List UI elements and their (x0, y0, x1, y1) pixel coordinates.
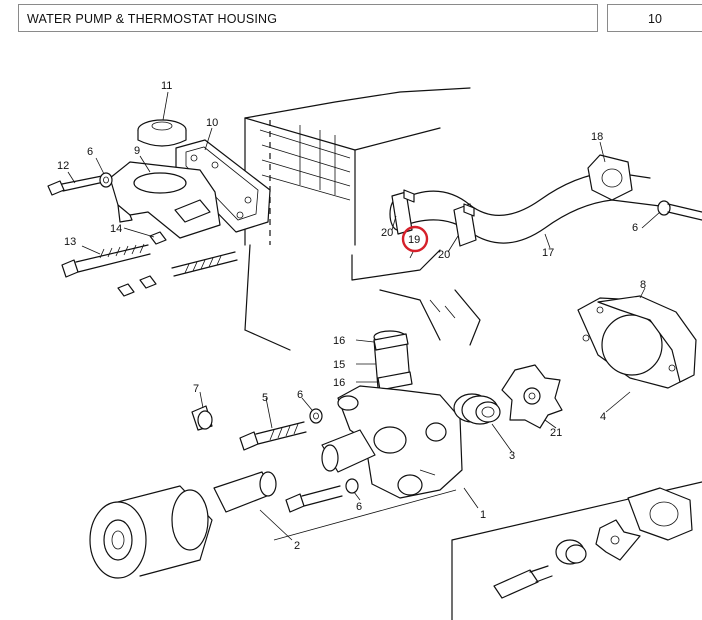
highlight-ring (401, 225, 429, 253)
washer-6-left (99, 172, 113, 188)
callout-10[interactable]: 10 (206, 117, 218, 129)
page-title: WATER PUMP & THERMOSTAT HOUSING (18, 4, 598, 32)
callout-6-upper-left[interactable]: 6 (87, 146, 93, 158)
callout-20-left[interactable]: 20 (381, 227, 393, 239)
seal-3 (453, 393, 501, 425)
clips-14 (117, 231, 167, 297)
plug-7 (191, 405, 213, 431)
long-bolt-13 (61, 243, 151, 278)
hose-clamp-20-a (391, 189, 415, 235)
callout-11[interactable]: 11 (161, 80, 172, 92)
thermostat-housing (109, 161, 221, 239)
callout-5[interactable]: 5 (262, 392, 268, 404)
callout-6-right[interactable]: 6 (632, 222, 638, 234)
callout-16-upper[interactable]: 16 (333, 335, 345, 347)
outlet-flange-18 (587, 154, 633, 201)
callout-17[interactable]: 17 (542, 247, 554, 259)
bolt-5 (239, 421, 307, 451)
callout-labels: 11 10 12 6 9 14 13 18 20 20 17 6 8 16 15… (57, 80, 646, 552)
callout-1[interactable]: 1 (480, 509, 486, 521)
bolt-6-lower (285, 478, 359, 513)
callout-16-lower[interactable]: 16 (333, 377, 345, 389)
callout-18[interactable]: 18 (591, 131, 603, 143)
callout-6-middle[interactable]: 6 (297, 389, 303, 401)
callout-3[interactable]: 3 (509, 450, 515, 462)
callout-9[interactable]: 9 (134, 145, 140, 157)
clamps-16 (373, 333, 413, 391)
callout-19[interactable]: 19 (408, 234, 420, 246)
callout-6-lower[interactable]: 6 (356, 501, 362, 513)
pulley (89, 485, 213, 579)
engine-block-outline (244, 87, 481, 351)
thermostat-cap (137, 119, 187, 147)
bolt-6-right (657, 200, 702, 221)
inset-box (451, 481, 702, 620)
leader-lines (67, 91, 661, 541)
washer-6-mid (309, 408, 323, 424)
hose-clamp-20-b (453, 203, 477, 247)
callout-12[interactable]: 12 (57, 160, 69, 172)
callout-15[interactable]: 15 (333, 359, 345, 371)
bolt-12 (47, 175, 105, 196)
shaft-2 (213, 471, 277, 513)
callout-8[interactable]: 8 (640, 279, 646, 291)
callout-13[interactable]: 13 (64, 236, 76, 248)
back-plate-8 (597, 295, 697, 383)
highlighted-callout-19[interactable]: 19 (401, 225, 429, 253)
callout-21[interactable]: 21 (550, 427, 562, 439)
callout-7[interactable]: 7 (193, 383, 199, 395)
pump-body (321, 385, 463, 499)
stud-bolt (171, 251, 238, 277)
callout-20-right[interactable]: 20 (438, 249, 450, 261)
page-number: 10 (607, 4, 702, 32)
callout-2[interactable]: 2 (294, 540, 300, 552)
callout-14[interactable]: 14 (110, 223, 122, 235)
impeller-21 (501, 364, 563, 429)
callout-4[interactable]: 4 (600, 411, 606, 423)
